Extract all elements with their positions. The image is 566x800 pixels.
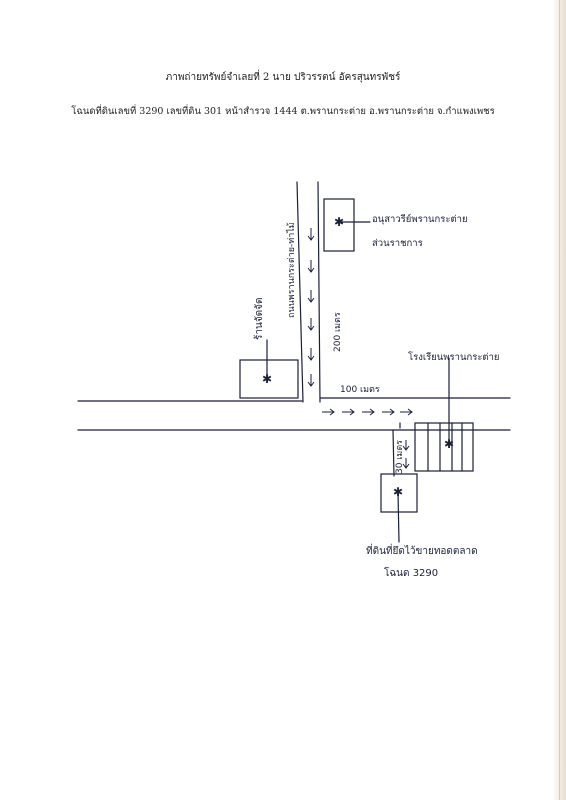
target-deed-label: โฉนด 3290 [384, 566, 438, 579]
star-marker-icon: ✱ [262, 372, 272, 386]
document-title: ภาพถ่ายทรัพย์จำเลยที่ 2 นาย ปริวรรตน์ อั… [165, 72, 401, 83]
side-arrows [402, 440, 410, 469]
star-marker-icon: ✱ [334, 215, 344, 229]
leader-target [397, 491, 400, 543]
road-vertical-label: ถนนพรานกระต่าย-ท่าไม้ [286, 222, 297, 318]
landmark-left-label: ร้านจัดจัด [253, 297, 265, 340]
side-road-edge [392, 429, 395, 477]
distance-30-label: 30 เมตร [395, 440, 405, 474]
page-edge-line [559, 0, 560, 800]
document-subtitle: โฉนดที่ดินเลขที่ 3290 เลขที่ดิน 301 หน้า… [71, 106, 495, 117]
target-label: ที่ดินที่ยึดไว้ขายทอดตลาด [366, 543, 478, 557]
distance-200-label: 200 เมตร [333, 312, 343, 352]
star-marker-icon: ✱ [393, 485, 403, 499]
landmark-right-label: โรงเรียนพรานกระต่าย [408, 351, 499, 363]
star-marker-icon: ✱ [444, 437, 454, 451]
down-arrows [307, 228, 315, 387]
landmark-right-box [414, 422, 474, 472]
landmark-left-box [239, 359, 299, 399]
landmark-top-label: อนุสาวรีย์พรานกระต่าย [372, 213, 468, 225]
vertical-road-right-edge [317, 181, 321, 403]
distance-100-label: 100 เมตร [340, 385, 380, 395]
right-arrows [322, 408, 413, 416]
landmark-top-box [323, 198, 355, 252]
landmark-top-label-2: ส่วนราชการ [372, 238, 423, 249]
vertical-road-left-edge [296, 181, 304, 403]
